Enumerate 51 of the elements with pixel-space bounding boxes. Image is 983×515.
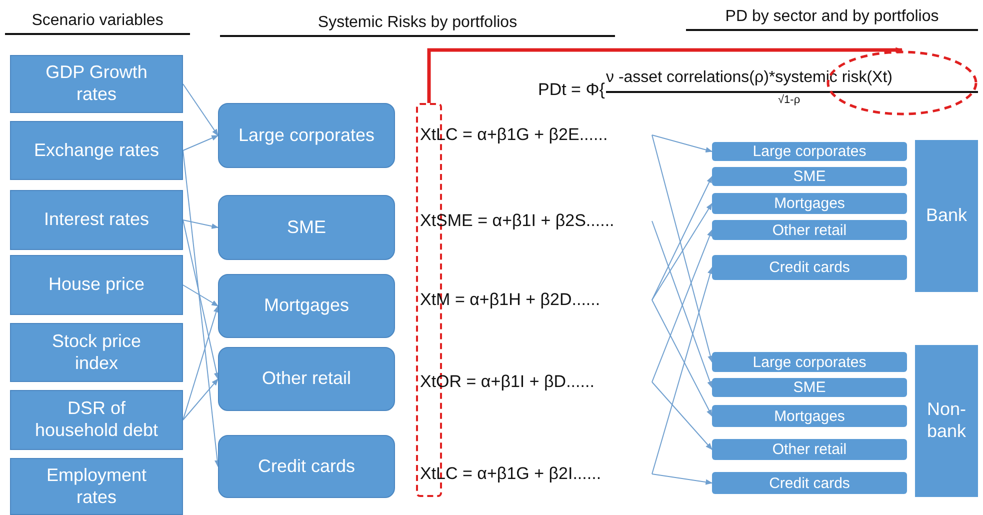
portfolio-box: Mortgages	[712, 193, 907, 214]
arrow	[652, 474, 713, 485]
scenario-variable-box: Employment rates	[10, 458, 183, 515]
arrow	[182, 305, 219, 420]
portfolio-box: Large corporates	[218, 103, 395, 168]
sector-box: Bank	[915, 140, 978, 292]
portfolio-box: Mortgages	[712, 405, 907, 427]
portfolio-box: Other retail	[712, 220, 907, 240]
portfolio-box: SME	[712, 378, 907, 397]
arrow	[182, 220, 219, 229]
scenario-variable-box: GDP Growth rates	[10, 55, 183, 113]
portfolio-box: Large corporates	[712, 142, 907, 161]
scenario-variable-box: DSR of household debt	[10, 390, 183, 450]
portfolio-box: Other retail	[218, 347, 395, 411]
arrow	[182, 135, 219, 151]
equation-text: XtOR = α+β1I + βD......	[420, 372, 594, 392]
arrow	[182, 84, 218, 136]
portfolio-box: Mortgages	[218, 274, 395, 338]
portfolio-box: SME	[712, 167, 907, 186]
portfolio-box: Other retail	[712, 439, 907, 460]
formula-numerator: ν -asset correlations(ρ)*systemic risk(Xt)	[606, 69, 892, 87]
arrow	[652, 382, 712, 450]
arrow	[652, 266, 713, 474]
equation-text: XtLC = α+β1G + β2I......	[420, 464, 602, 484]
formula-denominator: √1-ρ	[778, 94, 800, 106]
portfolio-box: Credit cards	[712, 255, 907, 280]
equation-text: XtM = α+β1H + β2D......	[420, 290, 600, 310]
arrow	[182, 284, 219, 306]
arrow	[652, 176, 712, 300]
scenario-variable-box: Interest rates	[10, 190, 183, 250]
section-heading: Systemic Risks by portfolios	[220, 14, 615, 37]
section-heading: Scenario variables	[5, 12, 190, 35]
scenario-variable-box: House price	[10, 255, 183, 315]
sector-box: Non-bank	[915, 345, 978, 497]
section-heading: PD by sector and by portfolios	[686, 8, 978, 31]
equation-text: XtLC = α+β1G + β2E......	[420, 124, 608, 146]
equation-text: XtSME = α+β1I + β2S......	[420, 210, 614, 232]
arrow	[652, 300, 712, 417]
scenario-variable-box: Stock price index	[10, 323, 183, 382]
formula-text: PDt = Φ{	[538, 80, 605, 100]
portfolio-box: Credit cards	[218, 435, 395, 498]
arrow	[182, 220, 220, 380]
arrow	[652, 202, 712, 300]
portfolio-box: Large corporates	[712, 352, 907, 372]
scenario-variable-box: Exchange rates	[10, 121, 183, 180]
arrow	[427, 47, 903, 103]
arrow	[652, 134, 713, 153]
portfolio-box: SME	[218, 195, 395, 260]
arrow	[652, 134, 714, 363]
arrow	[182, 378, 218, 420]
portfolio-box: Credit cards	[712, 472, 907, 494]
